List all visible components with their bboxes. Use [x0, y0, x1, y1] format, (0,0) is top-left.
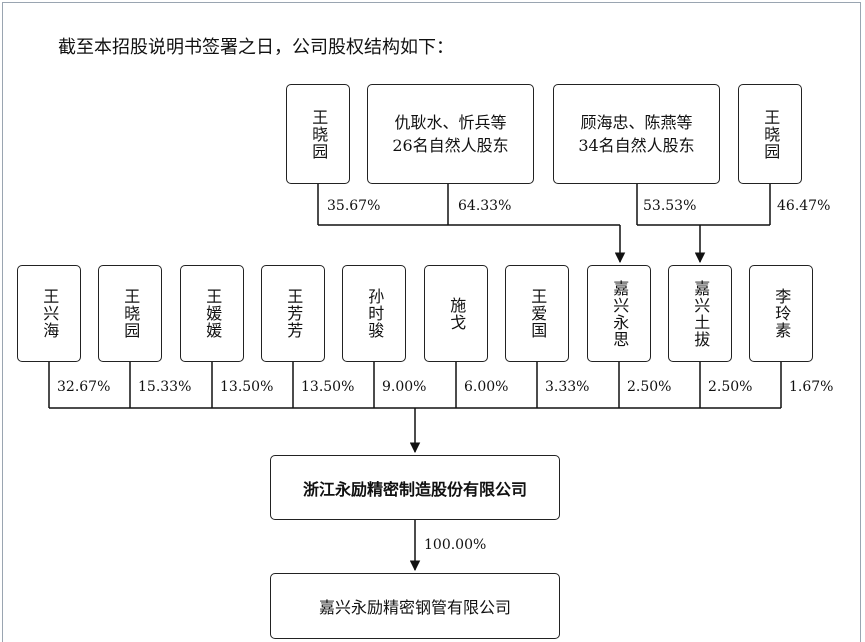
top-holder-pct-4: 46.47% [777, 198, 831, 214]
shareholder-box-5: 孙时骏 [342, 265, 406, 362]
top-holder-name-4: 王晓园 [761, 108, 781, 160]
shareholder-name-5: 孙时骏 [365, 288, 385, 339]
shareholder-box-3: 王媛媛 [180, 265, 244, 362]
shareholder-name-7: 王爱国 [528, 288, 548, 339]
shareholder-box-6: 施戈 [424, 265, 488, 362]
shareholder-name-10: 李玲素 [772, 288, 792, 339]
top-holder-box-2: 仇耿水、忻兵等 26名自然人股东 [367, 84, 534, 184]
shareholder-pct-9: 2.50% [708, 379, 753, 395]
shareholder-box-8: 嘉兴永思 [587, 265, 651, 362]
shareholder-name-1: 王兴海 [40, 288, 60, 339]
shareholder-pct-4: 13.50% [301, 379, 355, 395]
company-name: 浙江永励精密制造股份有限公司 [302, 479, 527, 499]
shareholder-box-9: 嘉兴土拔 [668, 265, 732, 362]
top-holder-pct-2: 64.33% [458, 198, 512, 214]
shareholder-name-2: 王晓园 [121, 288, 141, 339]
top-holder-name-1: 王晓园 [309, 108, 329, 160]
top-holder-box-4: 王晓园 [738, 84, 802, 184]
shareholder-pct-5: 9.00% [382, 379, 427, 395]
shareholder-box-10: 李玲素 [749, 265, 813, 362]
shareholder-pct-10: 1.67% [789, 379, 834, 395]
shareholder-name-6: 施戈 [447, 296, 467, 331]
top-holder-box-1: 王晓园 [286, 84, 350, 184]
shareholder-box-4: 王芳芳 [261, 265, 325, 362]
shareholder-name-3: 王媛媛 [203, 288, 223, 339]
top-holder-box-3: 顾海忠、陈燕等 34名自然人股东 [553, 84, 720, 184]
shareholder-name-9: 嘉兴土拔 [691, 279, 711, 348]
shareholder-pct-8: 2.50% [627, 379, 672, 395]
shareholder-pct-7: 3.33% [545, 379, 590, 395]
shareholder-pct-1: 32.67% [57, 379, 111, 395]
shareholder-box-7: 王爱国 [505, 265, 569, 362]
top-holder-name-2: 仇耿水、忻兵等 26名自然人股东 [392, 112, 509, 155]
top-holder-pct-1: 35.67% [327, 198, 381, 214]
subsidiary-pct: 100.00% [424, 537, 487, 553]
shareholder-pct-6: 6.00% [464, 379, 509, 395]
top-holder-pct-3: 53.53% [643, 198, 697, 214]
shareholder-name-8: 嘉兴永思 [610, 279, 630, 348]
subsidiary-box: 嘉兴永励精密钢管有限公司 [270, 573, 560, 639]
shareholder-box-1: 王兴海 [17, 265, 81, 362]
subsidiary-name: 嘉兴永励精密钢管有限公司 [318, 598, 511, 617]
intro-text: 截至本招股说明书签署之日，公司股权结构如下： [58, 37, 454, 58]
shareholder-name-4: 王芳芳 [284, 288, 304, 339]
shareholder-pct-2: 15.33% [138, 379, 192, 395]
company-box: 浙江永励精密制造股份有限公司 [270, 455, 560, 520]
shareholder-pct-3: 13.50% [220, 379, 274, 395]
shareholder-box-2: 王晓园 [98, 265, 162, 362]
top-holder-name-3: 顾海忠、陈燕等 34名自然人股东 [578, 112, 695, 155]
